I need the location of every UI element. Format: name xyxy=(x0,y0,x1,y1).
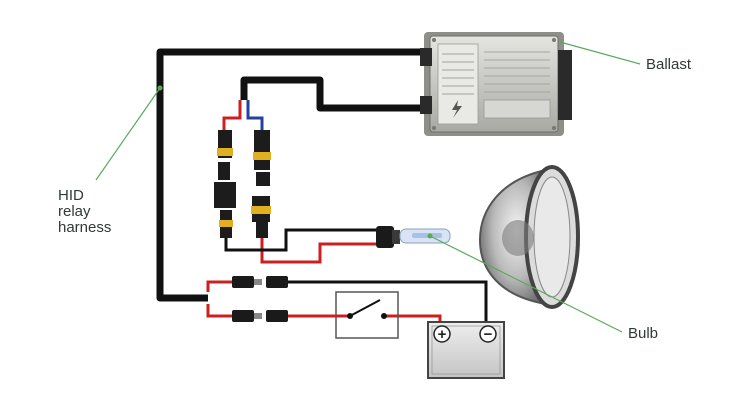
harness-callout-line xyxy=(95,87,161,181)
relay-plug-bottom xyxy=(232,310,288,322)
connector-stack xyxy=(214,130,271,238)
bulb-callout-dot xyxy=(427,233,433,239)
relay-plug-top xyxy=(232,276,288,288)
connector-red-lead xyxy=(222,100,242,132)
ballast-callout-line xyxy=(559,41,641,65)
high-voltage-icon xyxy=(452,100,462,118)
battery-positive-symbol: + xyxy=(438,326,447,343)
battery-positive-terminal xyxy=(433,325,451,343)
harness-label-line3: harness xyxy=(58,219,111,236)
headlamp-reflector xyxy=(478,165,580,309)
harness-label-line1: HID xyxy=(58,187,84,204)
bulb-label: Bulb xyxy=(628,325,658,342)
switch-red-wire-to-battery xyxy=(398,314,442,322)
relay-black-wire-top xyxy=(288,280,488,322)
battery: + − xyxy=(427,321,505,379)
relay-red-wire-bottom xyxy=(206,304,232,318)
bulb-black-wire xyxy=(224,228,376,252)
battery-negative-terminal xyxy=(479,325,497,343)
bulb-callout-line xyxy=(429,235,623,333)
harness-label-line2: relay xyxy=(58,203,91,220)
harness-callout-dot xyxy=(157,85,163,91)
ballast-output-black-wire xyxy=(240,76,432,112)
bulb-red-wire xyxy=(260,238,376,264)
switch-box xyxy=(335,291,399,339)
ballast-label: Ballast xyxy=(646,56,692,73)
hid-bulb xyxy=(376,226,451,248)
relay-red-wire-top xyxy=(206,280,232,292)
ballast-unit xyxy=(420,32,572,136)
battery-negative-symbol: − xyxy=(484,326,493,343)
harness-black-wire xyxy=(156,48,430,302)
connector-blue-lead xyxy=(246,100,264,132)
